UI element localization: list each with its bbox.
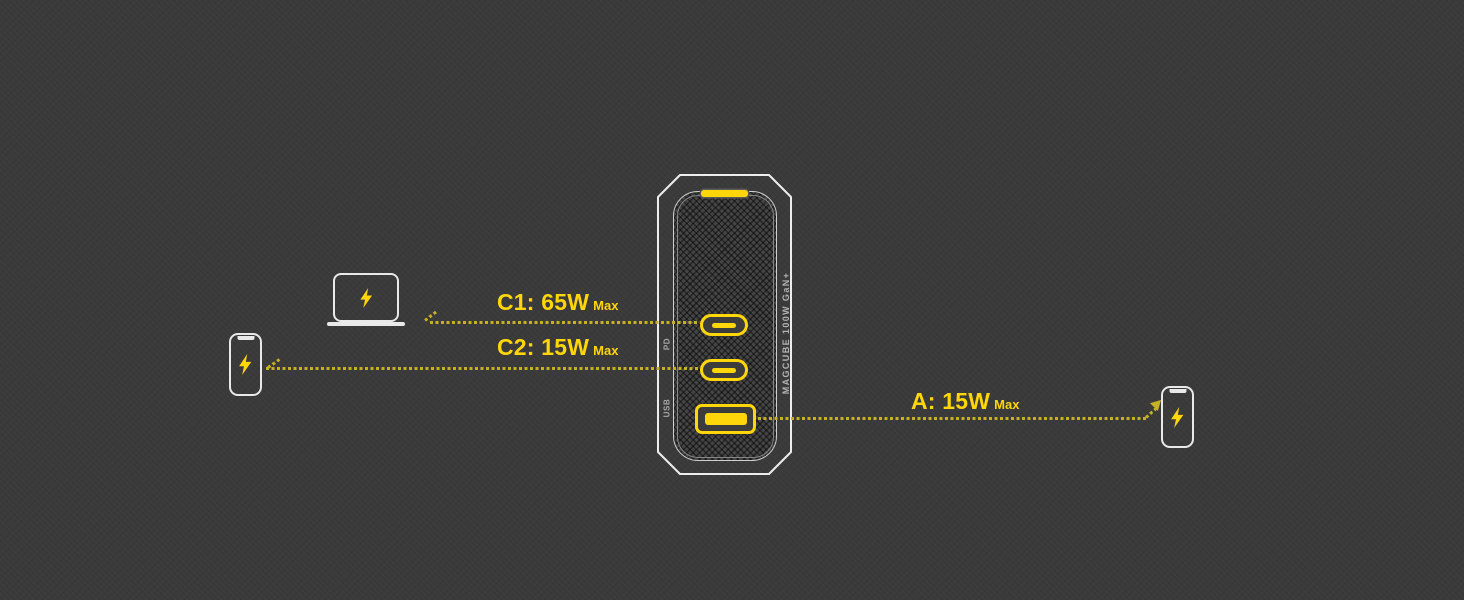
phone-left-icon [229, 333, 262, 396]
connection-line-c2 [266, 367, 698, 370]
connection-line-c1 [430, 321, 698, 324]
usb-c-port-c1-icon [700, 314, 748, 336]
power-label-a-text: A: 15W [911, 388, 991, 414]
port-group-label-pd: PD [662, 337, 672, 351]
power-label-c1-suffix: Max [593, 298, 619, 313]
power-label-c1-text: C1: 65W [497, 289, 590, 315]
arrowhead-icon [1150, 400, 1161, 411]
port-group-label-usb: USB [662, 398, 672, 418]
lightning-bolt-icon [359, 287, 372, 308]
phone-notch [237, 336, 254, 340]
power-label-c2-text: C2: 15W [497, 334, 590, 360]
charger-body-outline [657, 174, 792, 475]
usb-c-tongue [712, 367, 736, 373]
usb-a-port-icon [695, 404, 756, 434]
laptop-base [327, 322, 405, 326]
lightning-bolt-icon [239, 354, 252, 375]
status-led-strip-icon [701, 190, 748, 197]
usb-a-tongue [704, 413, 747, 425]
laptop-icon [333, 273, 399, 322]
usb-c-tongue [712, 322, 736, 328]
usb-c-port-c2-icon [700, 359, 748, 381]
power-label-c2-suffix: Max [593, 343, 619, 358]
phone-notch [1169, 389, 1186, 393]
power-label-a-suffix: Max [994, 397, 1020, 412]
lightning-bolt-icon [1171, 406, 1184, 428]
connection-line-a [758, 417, 1146, 420]
phone-right-icon [1161, 386, 1194, 448]
brand-text: MAGCUBE 100W GaN+ [781, 271, 791, 395]
